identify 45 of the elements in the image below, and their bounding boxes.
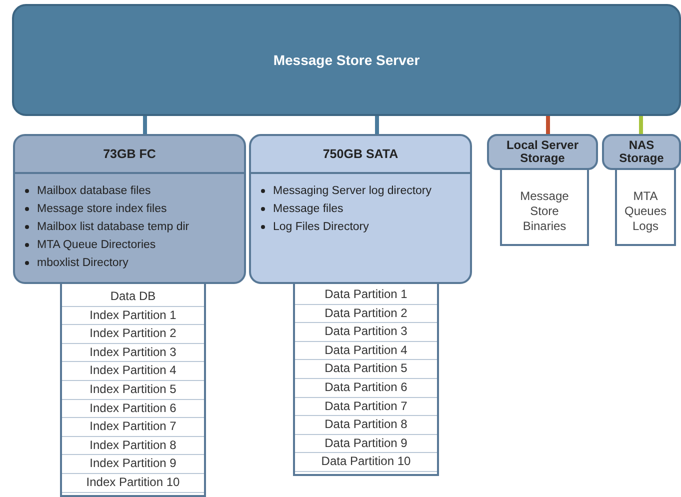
table-cell: Index Partition 5 [62, 380, 204, 400]
table-cell: Index Partition 6 [62, 400, 204, 418]
partition-table [60, 284, 206, 497]
table-cell: Data Partition 4 [295, 342, 437, 360]
server-banner [12, 4, 681, 116]
storage-card [249, 134, 472, 284]
table-cell: Index Partition 7 [62, 418, 204, 437]
table-cell: Data Partition 9 [295, 434, 437, 454]
table-cell: Data Partition 8 [295, 416, 437, 435]
table-cell: Index Partition 1 [62, 306, 204, 326]
partition-table [293, 284, 439, 476]
table-cell: Data Partition 6 [295, 378, 437, 398]
banner-title: Message Store Server [273, 52, 420, 68]
table-cell: Data Partition 3 [295, 323, 437, 342]
card-heading: 750GB SATA [251, 136, 470, 174]
storage-card [13, 134, 246, 284]
connector-line [143, 116, 147, 134]
bullet-item: Message store index files [37, 202, 167, 217]
table-cell: Index Partition 10 [62, 474, 204, 493]
table-cell: Index Partition 2 [62, 325, 204, 344]
bullet-item: MTA Queue Directories [37, 238, 156, 253]
table-cell: Index Partition 4 [62, 362, 204, 381]
storage-box: Message Store Binaries [500, 168, 589, 246]
bullet-item: Mailbox list database temp dir [37, 220, 190, 235]
table-cell: Index Partition 3 [62, 344, 204, 362]
bullet-item: Messaging Server log directory [273, 184, 432, 199]
bullet-item: Mailbox database files [37, 184, 151, 199]
storage-box: MTA Queues Logs [615, 168, 676, 246]
card-heading: 73GB FC [15, 136, 244, 174]
connector-line [546, 116, 550, 134]
table-cell: Data Partition 7 [295, 398, 437, 416]
storage-header: Local Server Storage [487, 134, 598, 170]
connector-line [639, 116, 643, 134]
bullet-item: Message files [273, 202, 344, 217]
table-cell: Data Partition 1 [295, 286, 437, 305]
bullet-item: Log Files Directory [273, 220, 369, 235]
connector-line [375, 116, 379, 134]
table-cell: Data Partition 10 [295, 453, 437, 472]
storage-header: NAS Storage [602, 134, 681, 170]
bullet-item: mboxlist Directory [37, 256, 128, 271]
table-cell: Data Partition 2 [295, 304, 437, 324]
table-cell: Data Partition 5 [295, 360, 437, 379]
table-cell: Index Partition 9 [62, 455, 204, 474]
table-cell: Data DB [62, 288, 204, 307]
table-cell: Index Partition 8 [62, 436, 204, 456]
